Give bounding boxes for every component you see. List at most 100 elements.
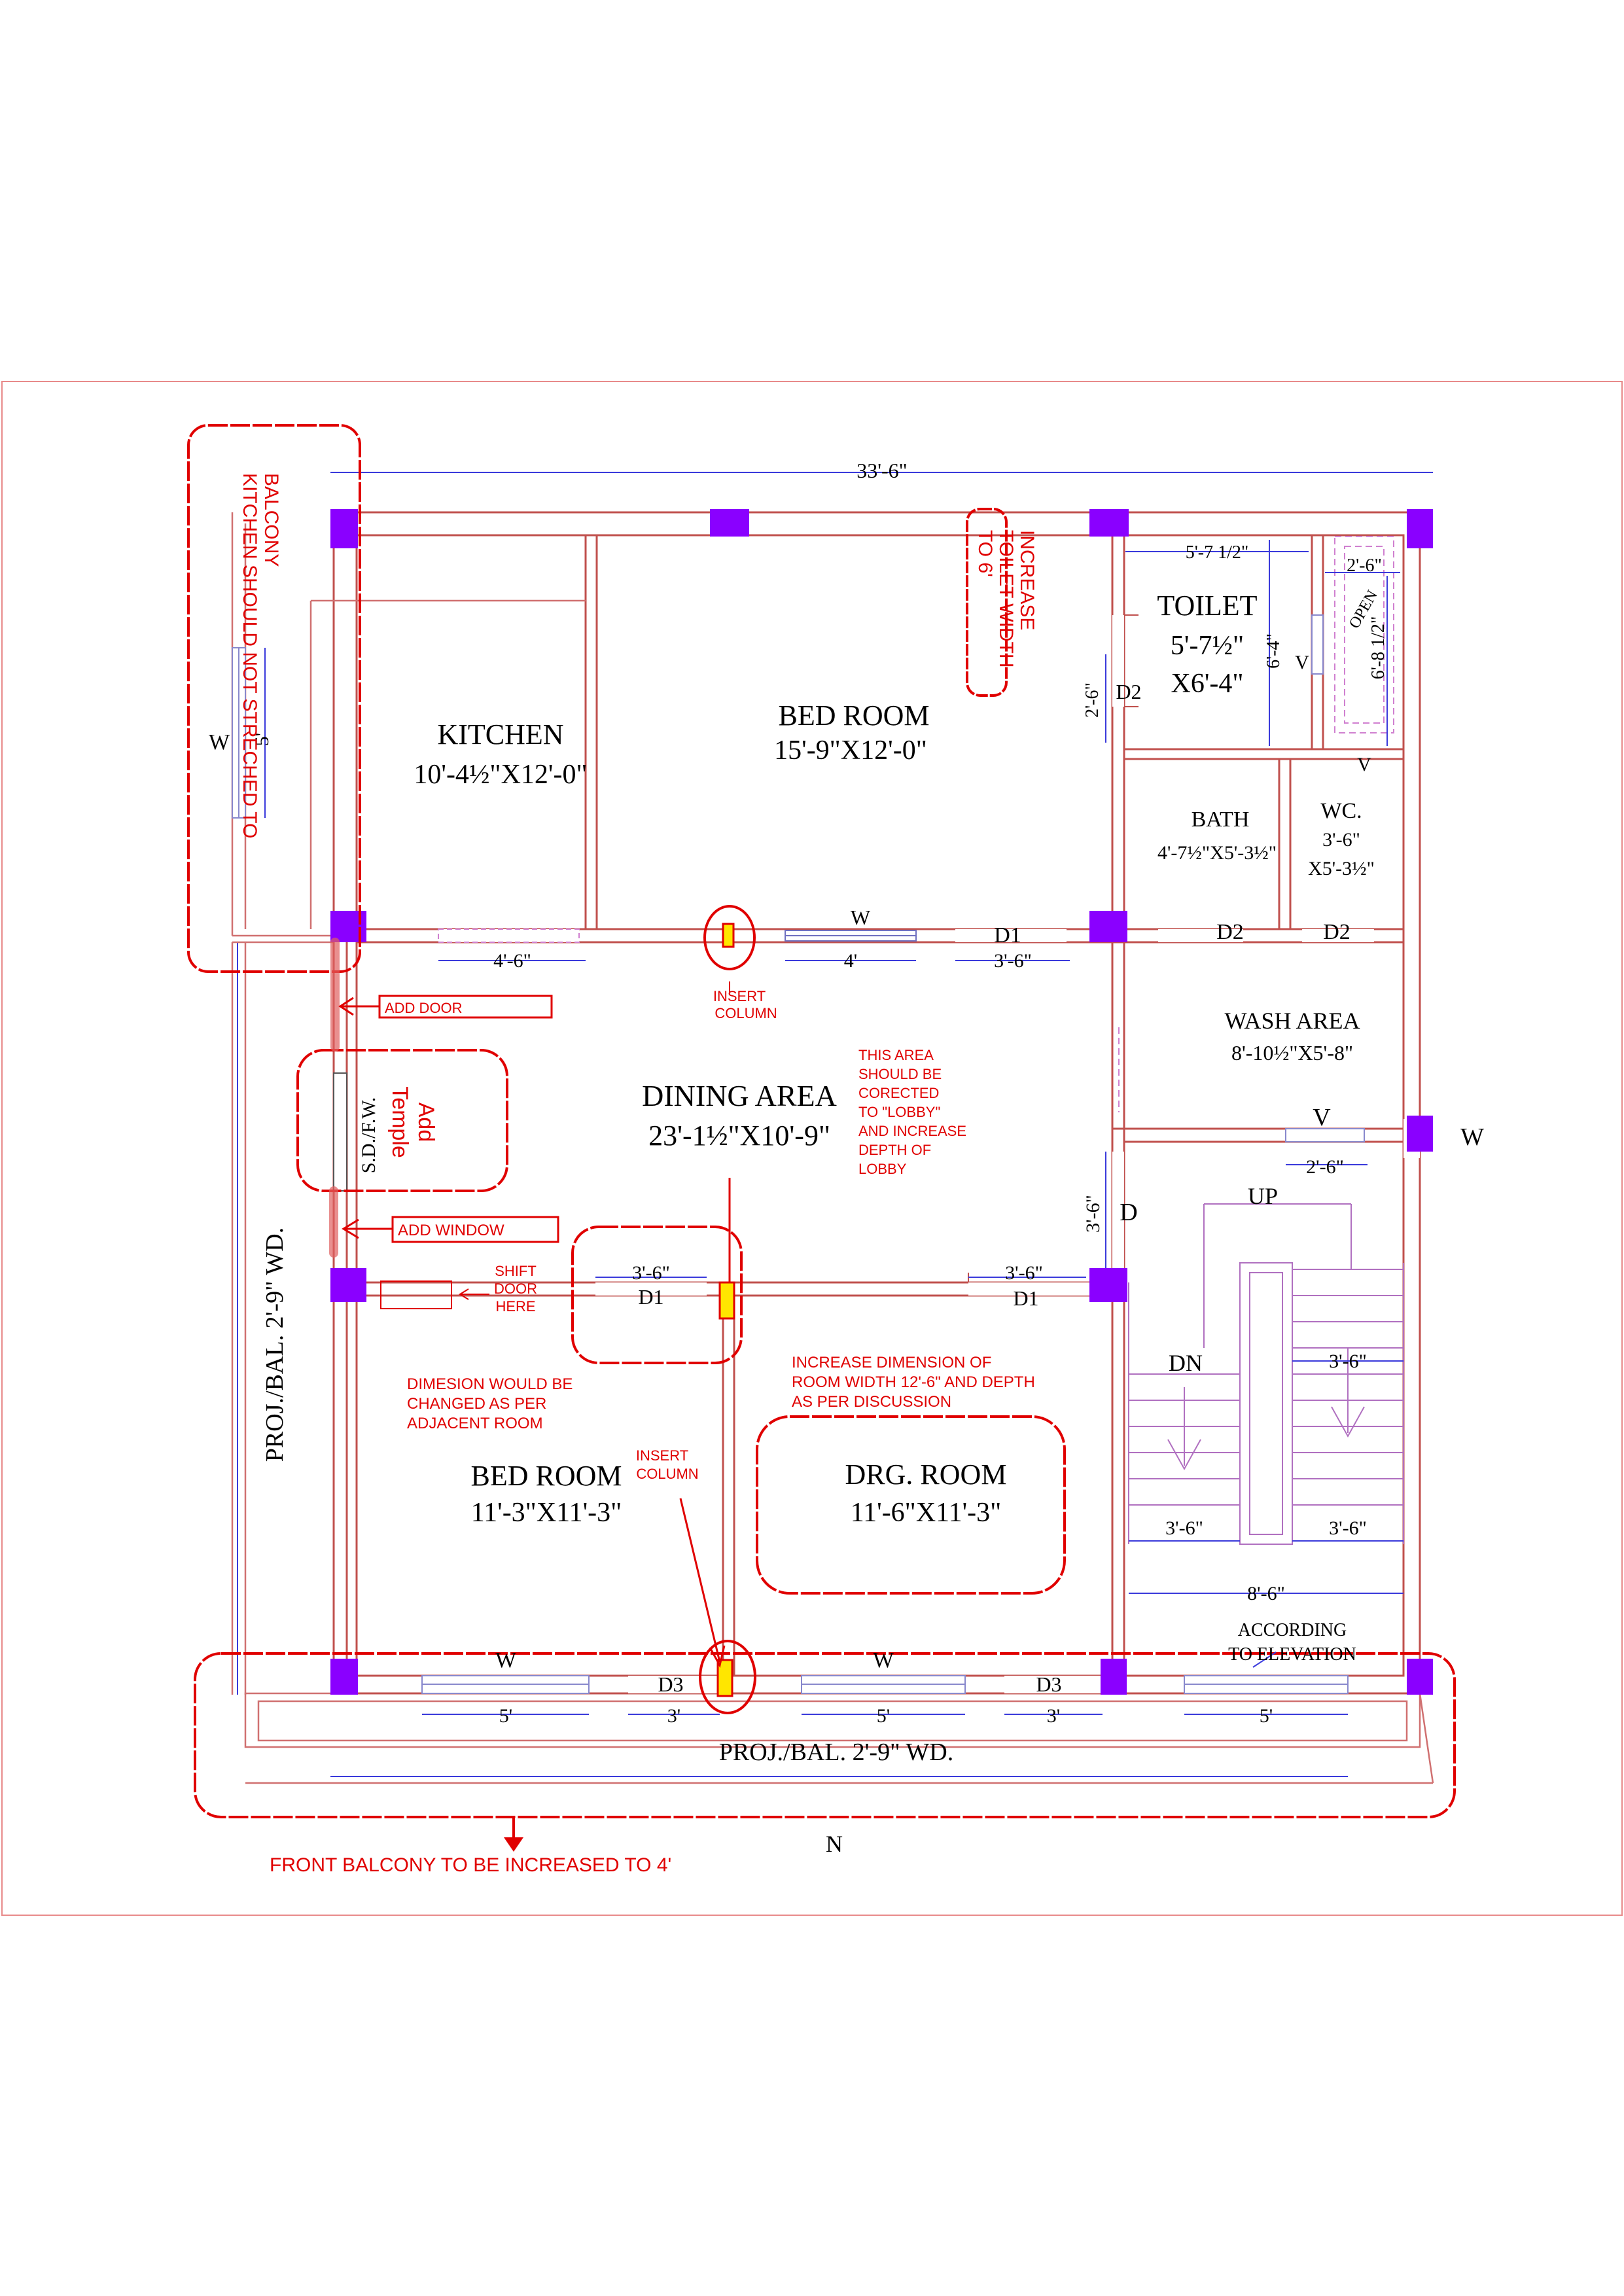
wc-size-2: X5'-3½" xyxy=(1308,858,1375,879)
dim-kitchen-opening: 4'-6" xyxy=(493,950,531,972)
label-proj-bottom: PROJ./BAL. 2'-9" WD. xyxy=(719,1739,953,1766)
note-lobby-2: SHOULD BE xyxy=(858,1066,942,1082)
label-d1-bedroom: D1 xyxy=(994,923,1021,947)
label-d1-dining-right: D1 xyxy=(1013,1286,1038,1310)
note-increase-1: INCREASE DIMENSION OF xyxy=(792,1354,991,1371)
drawing-room-name: DRG. ROOM xyxy=(845,1458,1007,1491)
note-lobby-5: AND INCREASE xyxy=(858,1123,966,1139)
review-notes: KITCHEN SHOULD NOT STRECHED TO BALCONY I… xyxy=(239,473,1038,1876)
dim-open-width: 2'-6" xyxy=(1347,556,1382,576)
dim-bed-window: 4' xyxy=(844,950,857,972)
dim-d1-right: 3'-6" xyxy=(1005,1262,1043,1284)
label-according-1: ACCORDING xyxy=(1238,1620,1347,1640)
label-v-open: V xyxy=(1357,754,1371,775)
label-according-2: TO ELEVATION xyxy=(1228,1644,1356,1665)
staircase xyxy=(1128,1203,1404,1545)
label-d2-wc: D2 xyxy=(1323,920,1350,944)
note-lobby-1: THIS AREA xyxy=(858,1047,934,1063)
toilet-name: TOILET xyxy=(1157,590,1257,622)
wc-size-1: 3'-6" xyxy=(1322,829,1360,851)
dim-door-height: 3'-6" xyxy=(1082,1195,1104,1233)
dim-toilet-width: 5'-7 1/2" xyxy=(1186,542,1249,563)
label-w-bedroom: W xyxy=(851,906,871,929)
bedroom-bottom-name: BED ROOM xyxy=(470,1460,622,1492)
dimension-lines xyxy=(264,472,1433,1715)
note-lobby-4: TO "LOBBY" xyxy=(858,1104,940,1120)
note-insert-column-2b: COLUMN xyxy=(636,1466,698,1482)
bedroom-top-size: 15'-9"X12'-0" xyxy=(774,735,927,766)
dim-stair-bottom-right: 3'-6" xyxy=(1329,1517,1367,1539)
kitchen-name: KITCHEN xyxy=(437,718,563,751)
label-d: D xyxy=(1120,1199,1137,1226)
dim-d3-2: 3' xyxy=(1047,1705,1060,1727)
bedroom-bottom-size: 11'-3"X11'-3" xyxy=(471,1498,622,1528)
toilet-size-2: X6'-4" xyxy=(1171,669,1243,699)
dim-toilet-height: 6'-4" xyxy=(1263,633,1284,669)
drawing-room-size: 11'-6"X11'-3" xyxy=(851,1498,1002,1528)
note-lobby-6: DEPTH OF xyxy=(858,1142,931,1158)
proposed-columns xyxy=(716,923,735,1697)
dim-overall: 33'-6" xyxy=(856,459,907,482)
dining-size: 23'-1½"X10'-9" xyxy=(648,1120,830,1152)
dim-d3-1: 3' xyxy=(667,1705,680,1727)
toilet-size-1: 5'-7½" xyxy=(1171,631,1244,661)
dim-kitchen-window: 5' xyxy=(251,733,273,746)
label-north: N xyxy=(826,1831,843,1857)
kitchen-size: 10'-4½"X12'-0" xyxy=(414,760,587,790)
label-up: UP xyxy=(1248,1183,1278,1209)
note-add-window: ADD WINDOW xyxy=(398,1222,504,1239)
dimension-texts: 33'-6" 5'-7 1/2" 2'-6" 6'-4" 6'-8 1/2" 2… xyxy=(251,459,1388,1727)
bedroom-top-name: BED ROOM xyxy=(778,699,929,732)
label-w-right: W xyxy=(1460,1123,1484,1151)
note-toilet-2: TOILET WIDTH xyxy=(995,530,1017,668)
note-front-balcony: FRONT BALCONY TO BE INCREASED TO 4' xyxy=(270,1854,671,1876)
note-increase-2: ROOM WIDTH 12'-6" AND DEPTH xyxy=(792,1373,1035,1391)
label-w-kitchen: W xyxy=(209,730,230,754)
symbol-labels: W W D1 D2 D2 D2 V V V W D UP DN OPEN S.D… xyxy=(209,588,1484,1857)
note-lobby-7: LOBBY xyxy=(858,1161,907,1177)
label-d2-bath: D2 xyxy=(1216,920,1244,944)
dining-name: DINING AREA xyxy=(642,1079,837,1112)
note-temple-2: Temple xyxy=(387,1086,412,1158)
dim-bed-door: 3'-6" xyxy=(994,950,1032,972)
note-increase-3: AS PER DISCUSSION xyxy=(792,1393,951,1411)
note-insert-column-2a: INSERT xyxy=(636,1447,688,1464)
note-shift-3: HERE xyxy=(495,1298,535,1315)
note-dimesion-3: ADJACENT ROOM xyxy=(407,1415,543,1432)
label-proj-left: PROJ./BAL. 2'-9" WD. xyxy=(261,1227,289,1462)
label-w-bottom-1: W xyxy=(495,1648,517,1672)
bath-size: 4'-7½"X5'-3½" xyxy=(1157,842,1277,864)
note-add-door: ADD DOOR xyxy=(385,1000,463,1016)
walls xyxy=(231,511,1434,1784)
note-shift-2: DOOR xyxy=(494,1280,537,1297)
note-lobby-3: CORECTED xyxy=(858,1085,939,1101)
note-kitchen-2: BALCONY xyxy=(260,473,282,567)
bath-name: BATH xyxy=(1192,807,1250,832)
note-insert-column-1b: COLUMN xyxy=(715,1005,777,1021)
dim-window-bottom-1: 5' xyxy=(499,1705,512,1727)
dim-open-height: 6'-8 1/2" xyxy=(1368,616,1388,680)
wash-area-size: 8'-10½"X5'-8" xyxy=(1231,1041,1353,1065)
room-labels: KITCHEN 10'-4½"X12'-0" BED ROOM 15'-9"X1… xyxy=(414,590,1375,1528)
wc-name: WC. xyxy=(1320,799,1362,823)
note-shift-1: SHIFT xyxy=(495,1263,537,1279)
label-d3-bottom-2: D3 xyxy=(1036,1672,1061,1696)
dim-stair-right: 3'-6" xyxy=(1329,1351,1367,1372)
label-sdfw: S.D./F.W. xyxy=(358,1097,380,1174)
label-d2-toilet: D2 xyxy=(1116,680,1141,703)
note-temple-1: Add xyxy=(414,1103,438,1142)
dim-d1-left: 3'-6" xyxy=(632,1262,670,1284)
label-w-bottom-2: W xyxy=(873,1648,894,1672)
label-v-stair: V xyxy=(1313,1104,1331,1131)
revision-clouds xyxy=(187,424,1456,1852)
label-dn: DN xyxy=(1169,1350,1203,1376)
note-insert-column-1a: INSERT xyxy=(713,988,766,1004)
dim-stair-bottom-left: 3'-6" xyxy=(1165,1517,1203,1539)
dim-stair-total: 8'-6" xyxy=(1247,1583,1285,1604)
note-dimesion-1: DIMESION WOULD BE xyxy=(407,1375,573,1393)
dim-stair-vent: 2'-6" xyxy=(1306,1156,1344,1178)
label-d3-bottom-1: D3 xyxy=(658,1672,683,1696)
sheet-border xyxy=(1,381,1623,1916)
note-toilet-3: TO 6' xyxy=(974,530,996,577)
